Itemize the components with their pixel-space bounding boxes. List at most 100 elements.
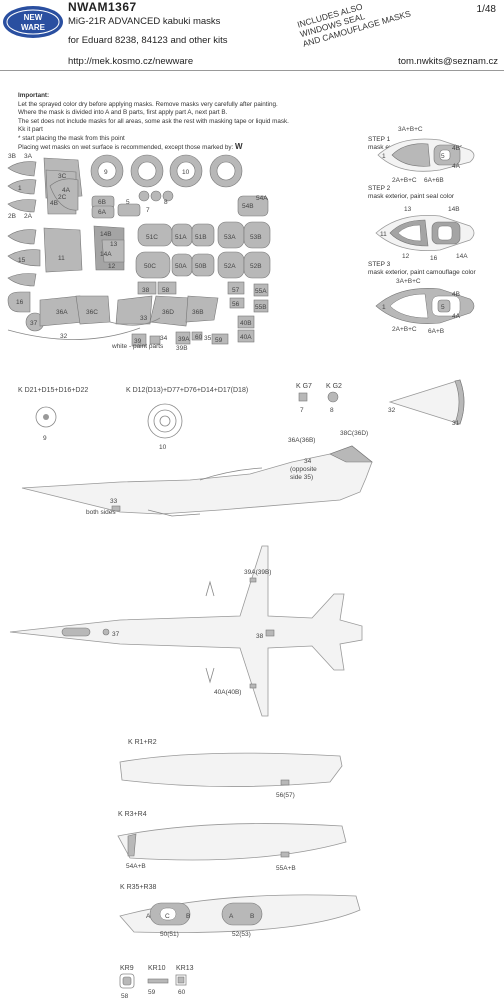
callout: K G7 bbox=[296, 383, 312, 390]
email-link[interactable]: tom.nwkits@seznam.cz bbox=[398, 56, 498, 67]
callout: 39A(39B) bbox=[244, 569, 271, 576]
callout: 34 bbox=[304, 458, 312, 465]
instruction-line: Let the sprayed color dry before applyin… bbox=[18, 100, 278, 108]
lbl: 35 bbox=[204, 335, 212, 342]
lbl: 32 bbox=[60, 333, 68, 340]
lbl: 11 bbox=[380, 231, 387, 238]
lbl: A bbox=[229, 913, 234, 920]
callout: K G2 bbox=[326, 383, 342, 390]
lbl: 4A bbox=[62, 187, 71, 194]
lbl: 4B bbox=[50, 200, 58, 207]
lbl: 51C bbox=[146, 234, 158, 241]
step-title: STEP 3 bbox=[368, 261, 391, 268]
lbl: C bbox=[165, 913, 170, 920]
step-title: STEP 2 bbox=[368, 185, 391, 192]
step-2-canopy: 13 14B 11 12 16 14A bbox=[375, 206, 475, 262]
lbl: 55A bbox=[255, 288, 267, 295]
lbl: 4A bbox=[452, 313, 461, 320]
lbl: 3A+B+C bbox=[396, 278, 421, 285]
lbl: 36B bbox=[192, 309, 204, 316]
lbl: 2A+B+C bbox=[392, 177, 417, 184]
lbl: 57 bbox=[232, 287, 240, 294]
panel-kr3 bbox=[117, 823, 347, 861]
lbl: 3C bbox=[58, 173, 67, 180]
lbl: 53B bbox=[250, 234, 262, 241]
product-subtitle: for Eduard 8238, 84123 and other kits bbox=[68, 35, 228, 46]
callout: 59 bbox=[148, 989, 156, 996]
lbl: A bbox=[146, 913, 151, 920]
step-desc: mask exterior, paint camouflage color bbox=[368, 269, 476, 276]
lbl: 6A+B bbox=[428, 328, 444, 335]
callout: both sides bbox=[86, 509, 116, 516]
header-divider bbox=[0, 70, 504, 71]
aircraft-side-view: 36A(36B) 38C(36D) 34 (opposite side 35) … bbox=[21, 430, 373, 517]
instructions-heading: Important: bbox=[18, 92, 50, 99]
lbl: 16 bbox=[430, 255, 438, 262]
callout: KR13 bbox=[176, 965, 194, 972]
lbl: 51B bbox=[195, 234, 207, 241]
lbl: 6B bbox=[98, 199, 106, 206]
callout: 8 bbox=[330, 407, 334, 414]
website-link[interactable]: http://mek.kosmo.cz/newware bbox=[68, 56, 194, 67]
lbl: 51A bbox=[175, 234, 187, 241]
step-title: STEP 1 bbox=[368, 136, 391, 143]
callout: 38 bbox=[256, 633, 264, 640]
instruction-line: Where the mask is divided into A and B p… bbox=[18, 109, 228, 116]
callout: K D21+D15+D16+D22 bbox=[18, 387, 88, 394]
lbl: 16 bbox=[16, 299, 24, 306]
lbl: 50B bbox=[195, 263, 207, 270]
callout: 40A(40B) bbox=[214, 689, 241, 696]
callout: 38C(36D) bbox=[340, 430, 368, 437]
callout: 60 bbox=[178, 989, 186, 996]
callout: 54A+B bbox=[126, 863, 146, 870]
logo-text-bottom: WARE bbox=[21, 23, 46, 32]
lbl: 15 bbox=[18, 257, 26, 264]
callout: 33 bbox=[110, 498, 118, 505]
lbl: 39A bbox=[178, 336, 190, 343]
scale-label: 1/48 bbox=[476, 4, 496, 15]
lbl: 8 bbox=[164, 199, 168, 206]
lbl: 1 bbox=[18, 185, 22, 192]
callout: KR9 bbox=[120, 965, 134, 972]
step-1-canopy: 3A+B+C 4B 5 1 4A 2A+B+C 6A+6B bbox=[377, 126, 475, 184]
lbl: 58 bbox=[162, 287, 170, 294]
wet-symbol: W bbox=[235, 142, 243, 151]
callout: 9 bbox=[43, 435, 47, 442]
lbl: 14A bbox=[100, 251, 112, 258]
instructions-block: Important: Let the sprayed color dry bef… bbox=[18, 92, 340, 153]
step-3-text: STEP 3 mask exterior, paint camouflage c… bbox=[368, 261, 476, 277]
lbl: 2A+B+C bbox=[392, 326, 417, 333]
lbl: 53A bbox=[224, 234, 236, 241]
callout: 56(57) bbox=[276, 792, 295, 799]
lbl: 60 bbox=[195, 334, 203, 341]
lbl: 36D bbox=[162, 309, 174, 316]
aircraft-top-view: 39A(39B) 37 38 40A(40B) bbox=[9, 545, 363, 717]
lbl: 34 bbox=[160, 335, 168, 342]
callout: 31 bbox=[452, 420, 460, 427]
lbl: 6A+6B bbox=[424, 177, 444, 184]
lbl: 3B bbox=[8, 153, 16, 160]
lbl: B bbox=[250, 913, 254, 920]
lbl: 10 bbox=[182, 169, 190, 176]
callout: 58 bbox=[121, 993, 129, 1000]
lbl: 14A bbox=[456, 253, 468, 260]
lbl: 4B bbox=[452, 291, 460, 298]
lbl: 13 bbox=[404, 206, 412, 213]
instruction-line: * start placing the mask from this point bbox=[18, 134, 125, 142]
lbl: 50C bbox=[144, 263, 156, 270]
lbl: 1 bbox=[382, 153, 386, 160]
lbl: 52B bbox=[250, 263, 262, 270]
lbl: 7 bbox=[146, 207, 150, 214]
lbl: 14B bbox=[448, 206, 460, 213]
lbl: 3A bbox=[24, 153, 33, 160]
lbl: 39B bbox=[176, 345, 188, 352]
lbl: 38 bbox=[142, 287, 150, 294]
lbl: 2A bbox=[24, 213, 33, 220]
lbl: 5 bbox=[126, 199, 130, 206]
lbl: 4A bbox=[452, 163, 461, 170]
lbl: 6A bbox=[98, 209, 107, 216]
callout: 7 bbox=[300, 407, 304, 414]
lbl: 37 bbox=[30, 320, 38, 327]
lbl: 13 bbox=[110, 241, 118, 248]
